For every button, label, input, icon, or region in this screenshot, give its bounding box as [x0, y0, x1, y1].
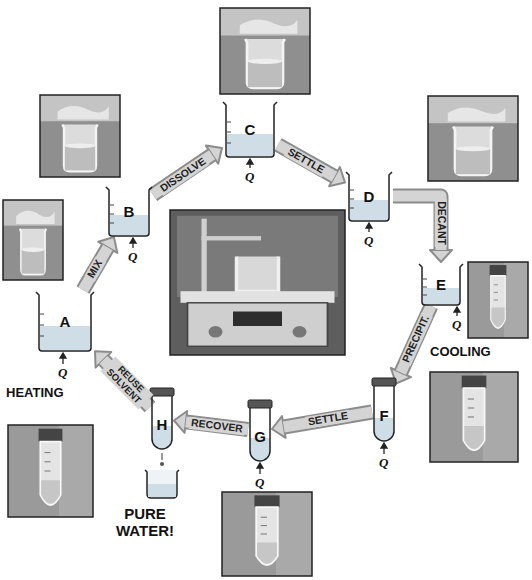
heat-symbol: Q: [58, 366, 67, 380]
step-letter: C: [245, 122, 256, 137]
heat-symbol: Q: [364, 234, 373, 248]
arrow-label: MIX: [85, 256, 106, 281]
photo: [8, 425, 144, 517]
step-letter: A: [60, 314, 71, 329]
heat-symbol: Q: [128, 250, 137, 264]
beaker: A: [35, 290, 95, 352]
step-letter: D: [364, 189, 375, 204]
process-note: HEATING: [6, 386, 64, 400]
arrow-label: SETTLE: [305, 410, 351, 429]
beaker: E: [418, 262, 464, 306]
step-letter: G: [254, 429, 266, 444]
step-letter: E: [436, 277, 446, 292]
photo: [468, 262, 532, 338]
pure-water-beaker: [145, 453, 179, 498]
process-arrow: [153, 146, 222, 195]
beaker: D: [345, 170, 393, 222]
photo: [3, 200, 63, 280]
test-tube: H: [150, 388, 174, 450]
photo: [430, 372, 532, 462]
test-tube: F: [372, 378, 396, 442]
photo: [220, 8, 310, 94]
heat-symbol: Q: [245, 170, 254, 184]
heat-symbol: Q: [379, 456, 388, 470]
test-tube: G: [248, 400, 272, 462]
process-arrow: [83, 237, 117, 290]
photo: [40, 95, 120, 177]
arrow-label: DECANT: [435, 199, 447, 247]
arrow-label: PRECIPIT.: [400, 312, 433, 366]
step-letter: F: [379, 408, 388, 423]
arrow-label: RECOVER: [188, 417, 245, 435]
output-note: PURE WATER!: [100, 506, 190, 539]
process-note: COOLING: [430, 345, 491, 359]
step-letter: H: [157, 417, 168, 432]
photo: [222, 492, 366, 576]
step-letter: B: [124, 204, 135, 219]
arrow-label: DISSOLVE: [156, 154, 209, 195]
heat-arrow: [60, 159, 460, 474]
photo: [428, 96, 518, 181]
process-arrow: [393, 196, 452, 262]
process-arrow: [278, 145, 345, 186]
arrow-label: REUSE SOLVENT: [100, 357, 153, 410]
arrow-label: SETTLE: [284, 145, 328, 177]
hotplate-photo: [170, 210, 345, 355]
heat-symbol: Q: [452, 318, 461, 332]
heat-symbol: Q: [255, 476, 264, 490]
beaker: C: [222, 100, 278, 158]
beaker: B: [105, 185, 153, 237]
